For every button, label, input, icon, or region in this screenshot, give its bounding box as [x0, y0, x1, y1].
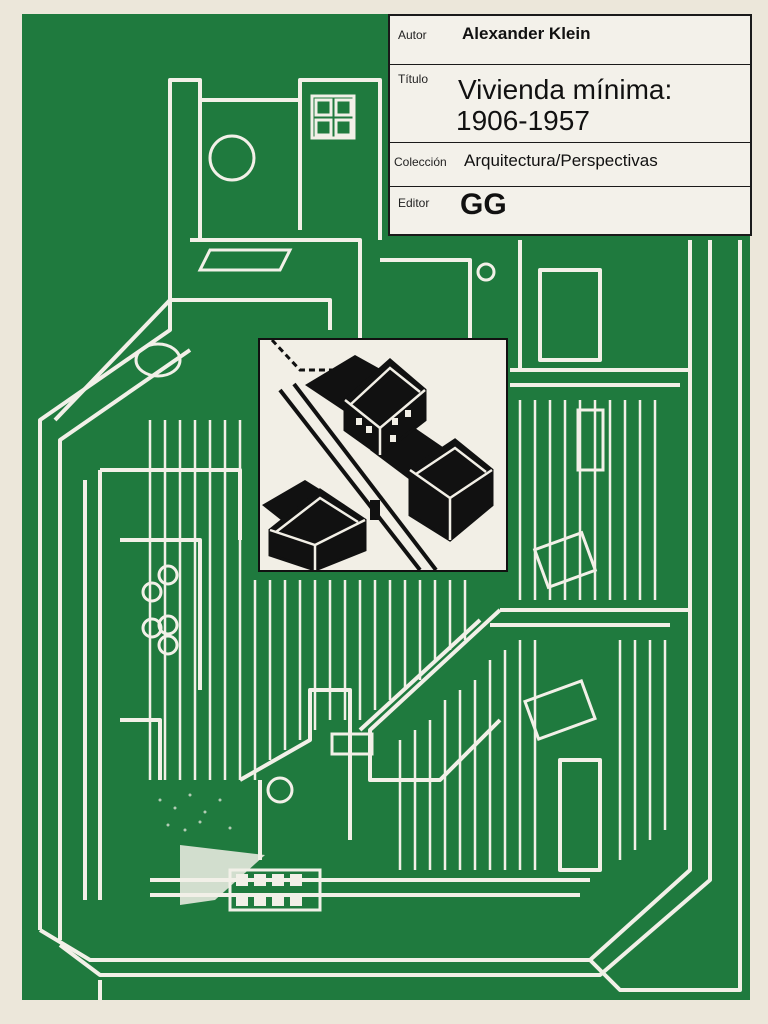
publisher-label: Editor [398, 196, 430, 210]
title-label: Título [398, 72, 429, 86]
book-title-line1: Vivienda mínima: [458, 74, 673, 105]
publisher-logo: GG [460, 188, 507, 221]
three-houses-icon [262, 338, 494, 572]
title-row: Título Vivienda mínima: 1906-1957 [390, 64, 750, 143]
author-label: Autor [398, 28, 427, 42]
publisher-row: Editor GG [390, 186, 750, 234]
collection-row: Colección Arquitectura/Perspectivas [390, 142, 750, 187]
book-info-panel: Autor Alexander Klein Título Vivienda mí… [388, 14, 752, 236]
author-name: Alexander Klein [462, 24, 591, 43]
houses-inset [258, 338, 508, 572]
collection-label: Colección [394, 155, 447, 169]
book-title-line2: 1906-1957 [456, 105, 590, 136]
author-row: Autor Alexander Klein [390, 16, 750, 65]
collection-name: Arquitectura/Perspectivas [464, 151, 658, 170]
